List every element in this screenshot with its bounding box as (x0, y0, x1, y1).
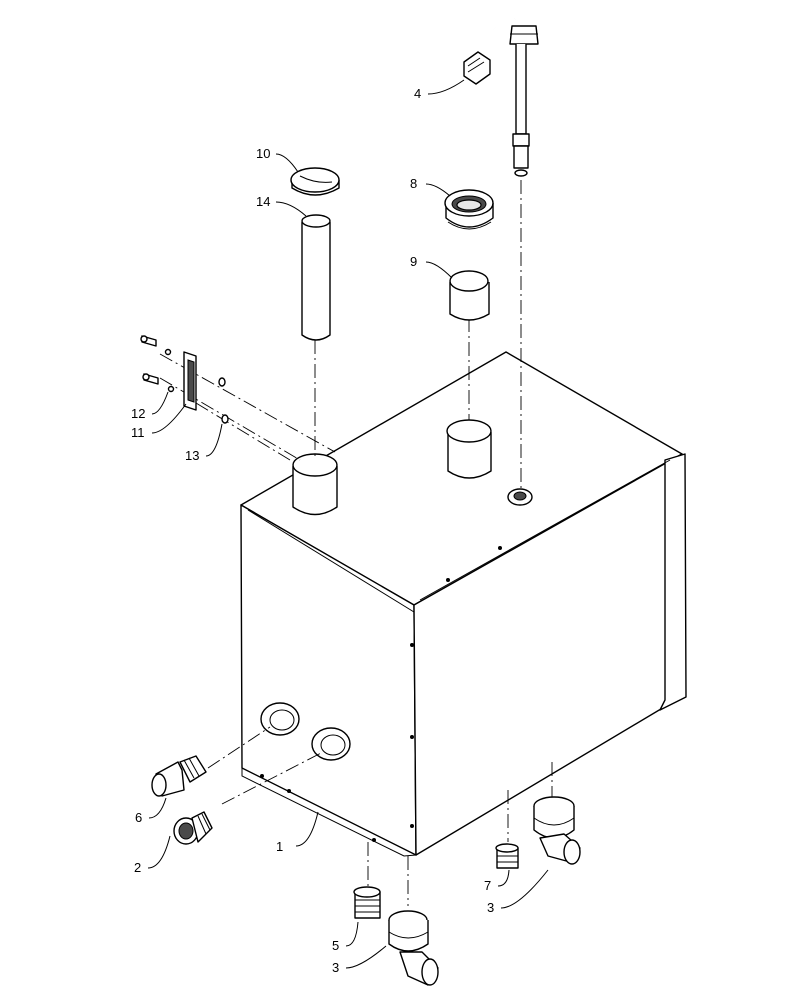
callout-3-bottom: 3 (332, 960, 339, 975)
callout-4: 4 (414, 86, 421, 101)
callout-3-right: 3 (487, 900, 494, 915)
callout-5: 5 (332, 938, 339, 953)
elbow-bottom (388, 910, 439, 986)
callout-12: 12 (131, 406, 145, 421)
tank-tube-socket (292, 453, 338, 516)
callout-11: 11 (131, 425, 145, 440)
elbow-right (533, 796, 581, 865)
callout-2: 2 (134, 860, 141, 875)
callout-14: 14 (256, 194, 270, 209)
callout-6: 6 (135, 810, 142, 825)
sensor (463, 18, 539, 177)
sensor-grommet (507, 488, 533, 506)
callout-1: 1 (276, 839, 283, 854)
plug-right (495, 843, 519, 869)
filler-cap (444, 189, 494, 230)
tank-filler-neck (446, 419, 492, 479)
callout-8: 8 (410, 176, 417, 191)
hose-barb (151, 755, 207, 797)
filler-neck (449, 270, 490, 321)
callout-10: 10 (256, 146, 270, 161)
tank (240, 351, 687, 857)
washers (218, 377, 229, 424)
callout-7: 7 (484, 878, 491, 893)
straight-fitting (173, 811, 213, 845)
plug-bottom (353, 886, 381, 919)
callout-13: 13 (185, 448, 199, 463)
tube-cap (290, 167, 340, 196)
callout-leaders (147, 79, 549, 969)
callout-9: 9 (410, 254, 417, 269)
sight-gauge (183, 351, 197, 411)
screws (140, 335, 175, 393)
tube (301, 214, 331, 341)
